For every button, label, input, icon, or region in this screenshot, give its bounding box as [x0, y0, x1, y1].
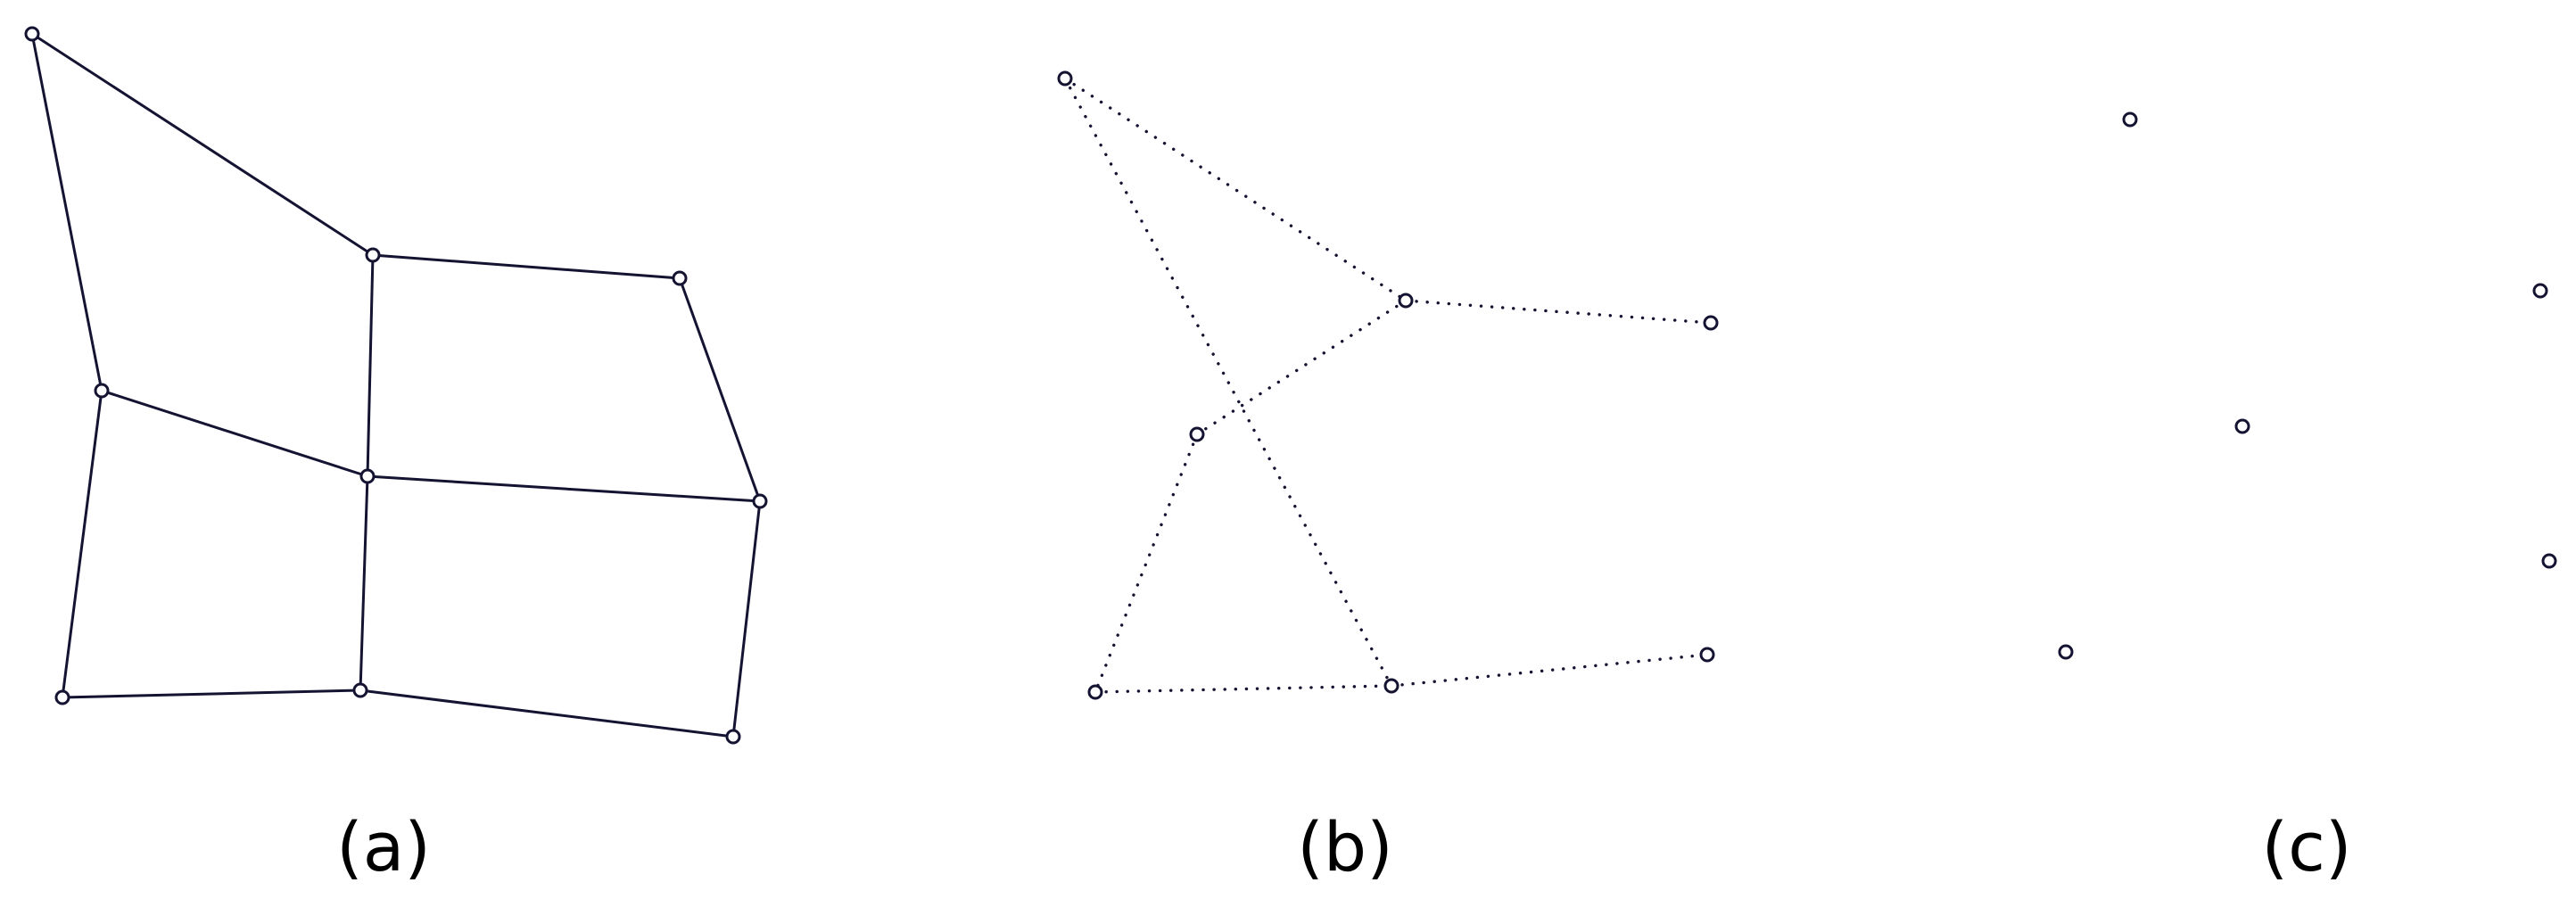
panel-a-edge-n4-n7 [61, 390, 103, 698]
panel-b-node-n6 [1383, 678, 1399, 694]
panel-a: (a) [24, 26, 768, 887]
panel-a-node-n2 [365, 247, 381, 263]
panel-a-edge-n6-n9 [731, 500, 762, 738]
panel-a-caption: (a) [336, 807, 431, 887]
panel-c-caption: (c) [2261, 807, 2351, 887]
panel-a-node-n5 [359, 468, 376, 484]
panel-a-edge-n1-n4 [30, 33, 103, 392]
panel-a-edge-n5-n8 [359, 475, 369, 691]
panel-b-node-n4 [1189, 426, 1205, 442]
panel-a-node-n8 [352, 682, 368, 698]
panel-a-edge-n7-n8 [62, 689, 361, 699]
panel-c-node-n4 [2541, 553, 2557, 569]
panel-a-node-n7 [54, 689, 70, 705]
panel-b-node-n2 [1398, 293, 1414, 309]
panel-b: (b) [1057, 70, 1719, 887]
panel-a-edge-n4-n5 [101, 389, 368, 478]
panel-a-node-n6 [752, 493, 768, 509]
panel-c-nodes [2058, 111, 2557, 660]
panel-a-edge-n2-n3 [372, 253, 681, 280]
panel-b-node-n3 [1703, 315, 1719, 331]
panel-b-node-n1 [1057, 70, 1073, 87]
panel-b-edge-n5-n6 [1094, 684, 1393, 694]
panel-b-edges [1063, 77, 1713, 694]
panel-b-edge-n6-n7 [1390, 653, 1709, 688]
panel-c-node-n3 [2234, 418, 2250, 434]
panel-b-edge-n1-n2 [1063, 77, 1408, 302]
panel-a-node-n9 [725, 729, 741, 745]
panel-c-node-n2 [2532, 283, 2548, 299]
panel-a-nodes [24, 26, 768, 745]
panel-b-edge-n1-n6 [1063, 77, 1393, 688]
panel-a-edge-n5-n6 [367, 474, 761, 503]
panel-b-node-n5 [1087, 684, 1103, 700]
panel-b-caption: (b) [1297, 807, 1393, 887]
panel-b-edge-n2-n4 [1195, 299, 1408, 436]
panel-b-node-n7 [1699, 647, 1715, 663]
panel-c-node-n5 [2058, 644, 2074, 660]
panel-a-edge-n1-n2 [31, 32, 374, 257]
panel-a-node-n3 [672, 270, 688, 286]
panel-b-edge-n2-n3 [1404, 299, 1713, 325]
panel-a-edges [30, 32, 762, 738]
panel-c: (c) [2058, 111, 2557, 887]
panel-a-node-n1 [24, 26, 40, 42]
panel-a-edge-n3-n6 [678, 277, 762, 502]
panel-a-edge-n2-n5 [366, 254, 375, 477]
panel-b-edge-n4-n5 [1094, 433, 1199, 694]
panel-a-node-n4 [94, 383, 110, 399]
panel-c-node-n1 [2122, 111, 2138, 128]
panel-a-edge-n8-n9 [359, 689, 734, 738]
panel-b-nodes [1057, 70, 1719, 700]
